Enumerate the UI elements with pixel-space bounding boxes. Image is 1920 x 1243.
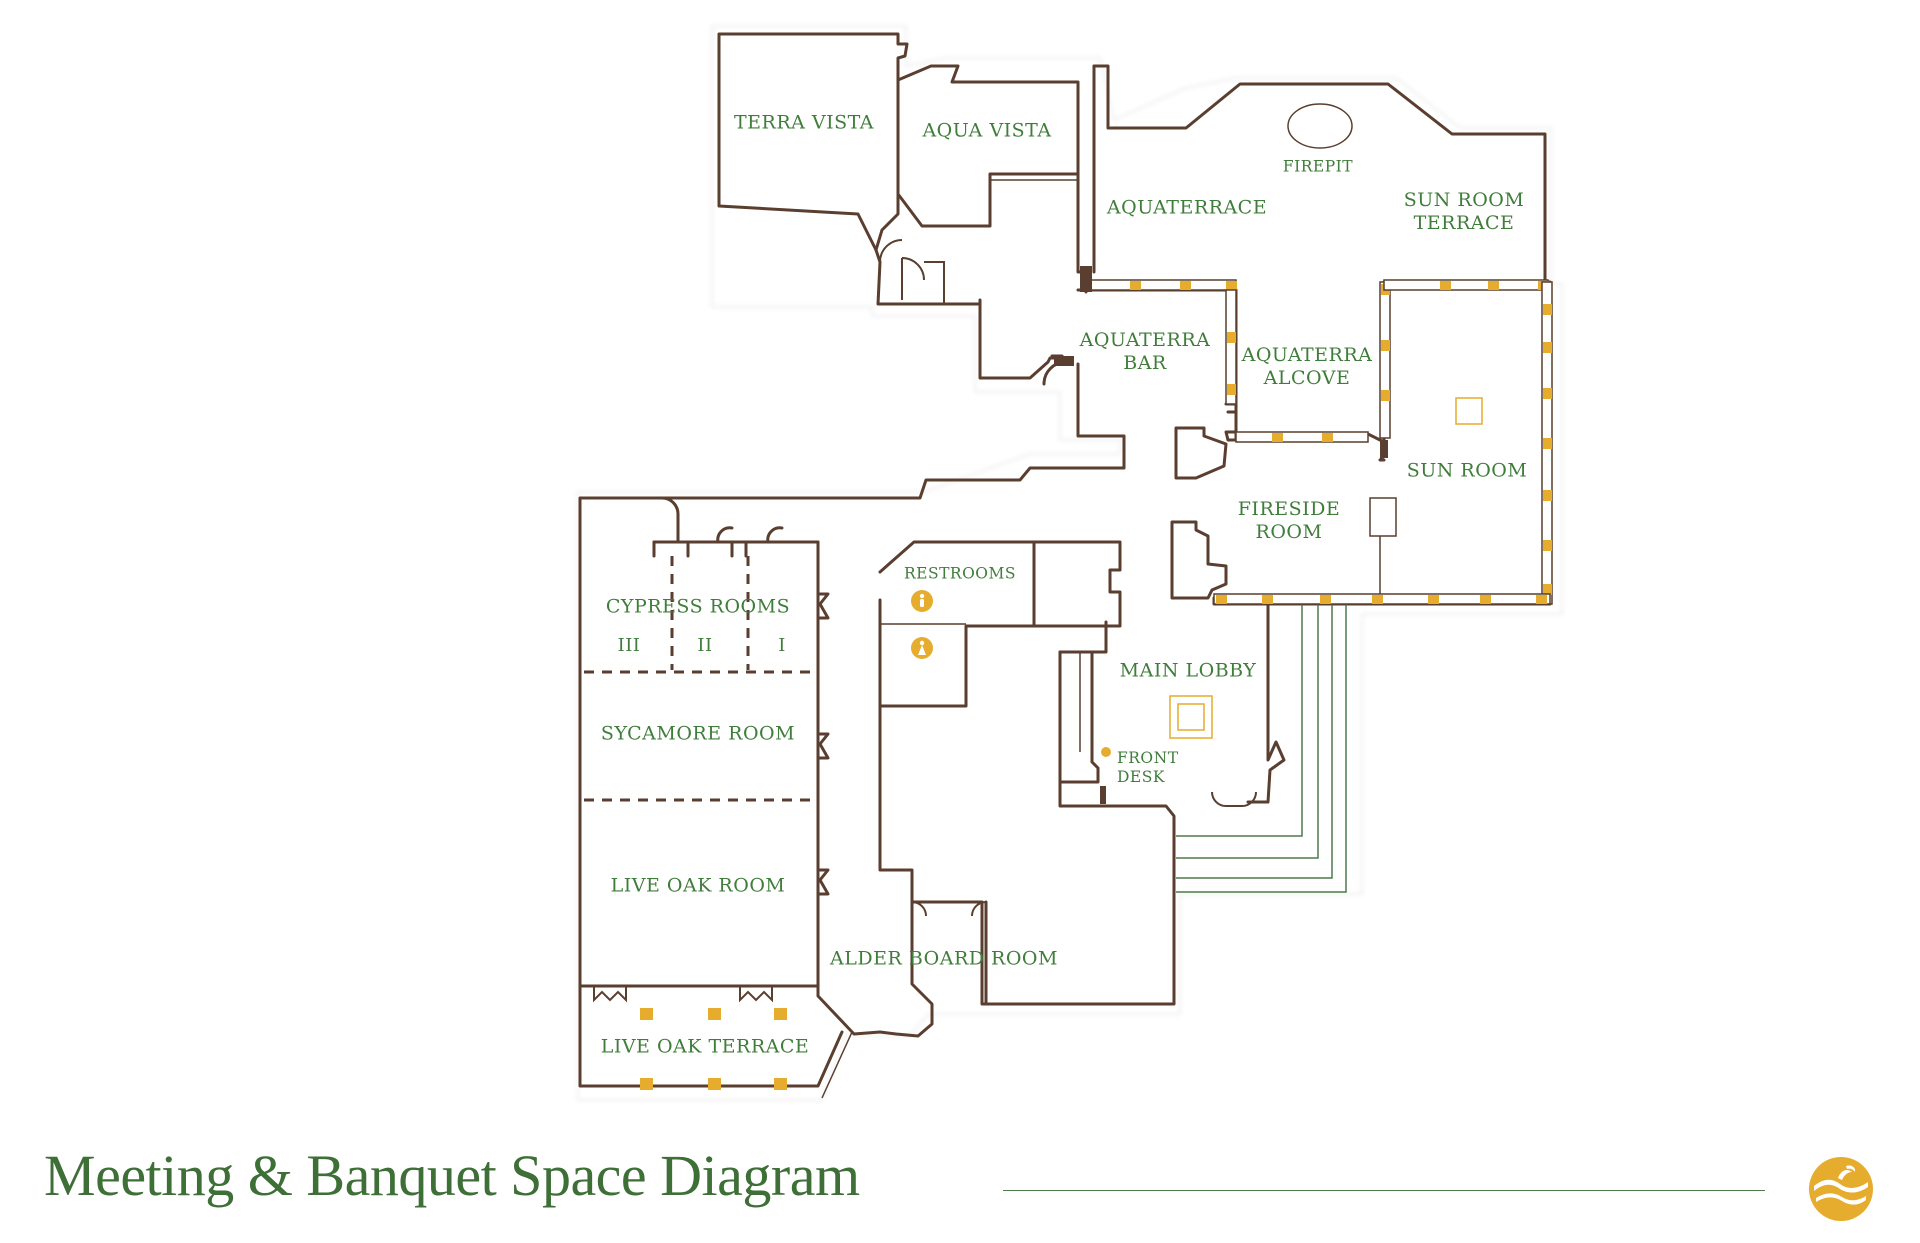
cypress-partitions	[670, 556, 750, 670]
cypress-ii-label[interactable]: II	[697, 635, 713, 657]
room-alder-board-room[interactable]: ALDER BOARD ROOM	[830, 947, 1058, 970]
front-desk-label[interactable]: FRONT DESK	[1117, 749, 1179, 786]
room-live-oak-room[interactable]: LIVE OAK ROOM	[610, 874, 786, 897]
title-divider	[1003, 1190, 1765, 1191]
glazing	[640, 266, 1553, 1090]
restrooms-annex	[1032, 540, 1122, 628]
lobby-door	[1211, 791, 1257, 807]
front-desk-marker	[1101, 747, 1111, 757]
page-title: Meeting & Banquet Space Diagram	[44, 1143, 860, 1208]
firepit-icon	[1287, 103, 1353, 149]
symbols	[911, 103, 1483, 757]
terrace-edge	[817, 995, 853, 1099]
service-line-3	[1176, 604, 1333, 879]
door-terra-south	[879, 239, 945, 304]
logo-icon	[1809, 1157, 1873, 1221]
sun-room-skylight	[1455, 397, 1483, 425]
room-sun-room[interactable]: SUN ROOM	[1406, 459, 1528, 482]
cypress-i-label[interactable]: I	[778, 635, 786, 657]
room-aquaterra-alcove[interactable]: AQUATERRA ALCOVE	[1241, 343, 1373, 389]
building-halo	[577, 25, 1563, 1101]
room-live-oak-terrace[interactable]: LIVE OAK TERRACE	[600, 1035, 810, 1058]
room-main-lobby[interactable]: MAIN LOBBY	[1119, 659, 1257, 682]
main-lobby-skylight	[1169, 695, 1213, 739]
cypress-top-door	[660, 496, 784, 544]
front-desk	[1058, 650, 1100, 784]
room-aquaterra-bar[interactable]: AQUATERRA BAR	[1079, 328, 1211, 374]
room-fireside-room[interactable]: FIRESIDE ROOM	[1237, 497, 1341, 543]
fireside-hearth	[1170, 520, 1228, 600]
room-sun-room-terrace[interactable]: SUN ROOM TERRACE	[1403, 188, 1525, 234]
service-line-4	[1176, 604, 1347, 893]
room-cypress-rooms[interactable]: CYPRESS ROOMS	[605, 595, 791, 618]
firepit-label: FIREPIT	[1282, 157, 1354, 176]
main-lobby-east	[1246, 602, 1286, 804]
room-aquaterrace[interactable]: AQUATERRACE	[1106, 196, 1268, 219]
cypress-iii-label[interactable]: III	[617, 635, 641, 657]
aqua-vista-inner	[896, 78, 1080, 228]
aquaterrace-walls	[1092, 64, 1547, 284]
west-rooms-doors	[816, 592, 830, 896]
cypress-nibs	[652, 540, 748, 558]
room-aqua-vista[interactable]: AQUA VISTA	[922, 119, 1052, 142]
room-restrooms[interactable]: RESTROOMS	[903, 564, 1017, 583]
sun-room-pillar	[1369, 497, 1397, 596]
fireside-fireplace	[1174, 426, 1228, 480]
live-oak-doors	[593, 986, 773, 1003]
room-terra-vista[interactable]: TERRA VISTA	[733, 111, 875, 134]
restroom-icon	[911, 590, 933, 612]
corridor-west	[874, 248, 1064, 380]
room-sycamore-room[interactable]: SYCAMORE ROOM	[600, 722, 796, 745]
main-lobby-west	[984, 620, 1176, 1006]
restroom-icon	[911, 637, 933, 659]
alder-door	[911, 901, 987, 917]
service-line-2	[1176, 604, 1319, 859]
corridor-south	[578, 362, 1126, 1088]
service-line-1	[1176, 604, 1303, 837]
